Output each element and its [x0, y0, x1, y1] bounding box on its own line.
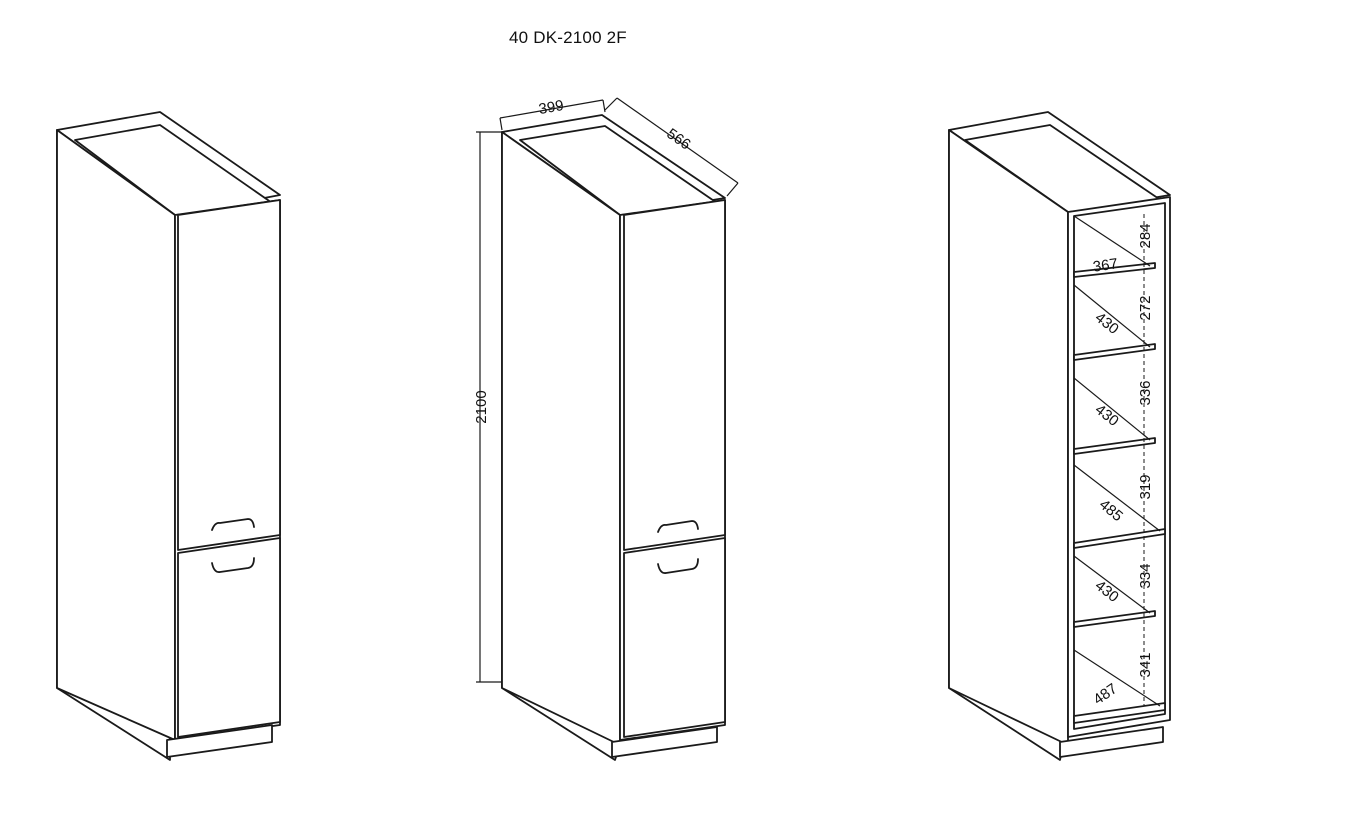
shelf-5: [1073, 610, 1156, 628]
lower-door: [177, 537, 281, 738]
shelf-4: [1073, 528, 1166, 549]
shelf-3: [1073, 437, 1156, 455]
plinth: [611, 726, 718, 758]
lower-door: [623, 537, 726, 738]
cabinet-interior: [1073, 202, 1166, 730]
shelves: [1073, 262, 1166, 724]
compartment-height-1: 284: [1137, 223, 1154, 248]
upper-door: [177, 199, 281, 551]
compartment-height-5: 334: [1137, 563, 1154, 588]
shelf-2: [1073, 343, 1156, 361]
compartment-height-3: 336: [1137, 380, 1154, 405]
width-dimension: 399: [499, 97, 606, 131]
cabinet-side-face: [56, 129, 176, 741]
compartment-height-4: 319: [1137, 474, 1154, 499]
cabinet-side-face: [501, 131, 621, 746]
product-code-title: 40 DK-2100 2F: [509, 28, 627, 47]
cabinet-open-view: 284 272 336 319 334 341 367 430 430 485 …: [948, 111, 1171, 761]
plinth: [1059, 726, 1164, 758]
upper-handle: [211, 518, 255, 531]
lower-handle: [657, 558, 699, 574]
lower-handle: [211, 557, 255, 573]
shelf-depth-lines: [1073, 215, 1161, 707]
shelf-6: [1073, 702, 1166, 724]
cabinet-dimension-view: 2100 399 566: [473, 97, 739, 761]
compartment-height-6: 341: [1137, 652, 1154, 677]
height-label: 2100: [473, 390, 490, 423]
height-dimension: 2100: [473, 131, 502, 683]
plinth: [166, 724, 273, 758]
upper-handle: [657, 520, 699, 533]
shelf-1: [1073, 262, 1156, 278]
cabinet-closed-view: [56, 111, 281, 761]
compartment-height-2: 272: [1137, 295, 1154, 320]
compartment-height-labels: 284 272 336 319 334 341: [1137, 223, 1154, 677]
cabinet-side-face: [948, 129, 1069, 746]
upper-door: [623, 199, 726, 551]
shelf-depth-1: 367: [1092, 255, 1119, 275]
width-label: 399: [537, 97, 565, 118]
